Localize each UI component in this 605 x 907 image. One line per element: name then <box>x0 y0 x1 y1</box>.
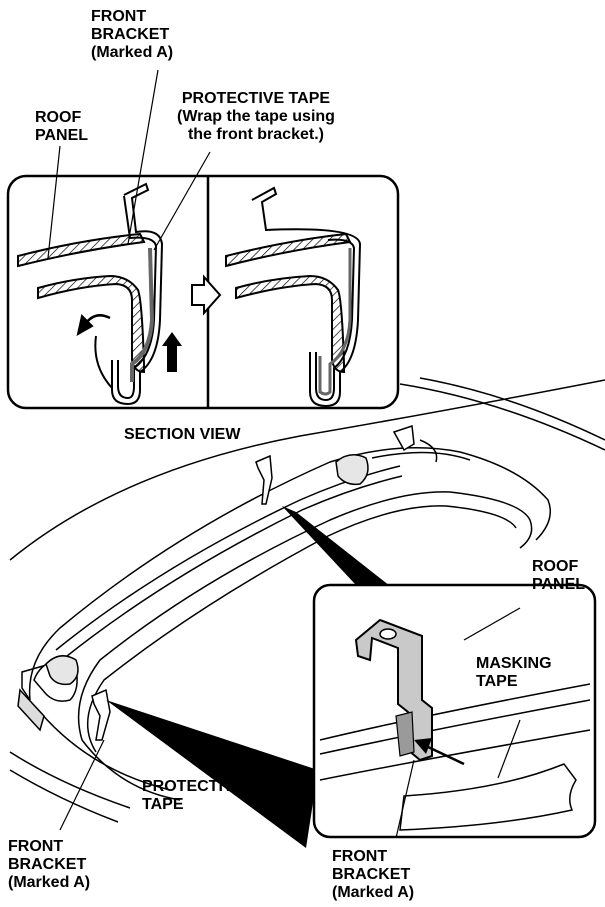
zoom-projection-wedge-2 <box>282 506 390 600</box>
label-front-bracket-bottom-left: FRONT BRACKET (Marked A) <box>8 838 91 891</box>
label-roof-panel-right: ROOF PANEL <box>532 558 586 593</box>
section-before <box>17 182 182 406</box>
leader-lines-top <box>47 69 211 259</box>
leader-lines-bottom <box>59 607 521 839</box>
detail-inset <box>312 583 597 839</box>
label-front-bracket-top: FRONT BRACKET (Marked A) <box>91 8 174 61</box>
label-roof-panel-top: ROOF PANEL <box>35 109 89 144</box>
roof-assembly <box>9 377 605 823</box>
section-after <box>225 186 362 408</box>
label-front-bracket-bottom-center: FRONT BRACKET (Marked A) <box>332 848 415 901</box>
label-protective-tape-top: PROTECTIVE TAPE (Wrap the tape using the… <box>177 90 335 143</box>
label-protective-tape-bottom: PROTECTIVE TAPE <box>142 778 245 813</box>
label-masking-tape: MASKING TAPE <box>476 655 552 690</box>
transition-arrow <box>191 274 222 316</box>
zoom-projection-wedge <box>106 700 318 848</box>
label-section-view: SECTION VIEW <box>124 426 241 443</box>
